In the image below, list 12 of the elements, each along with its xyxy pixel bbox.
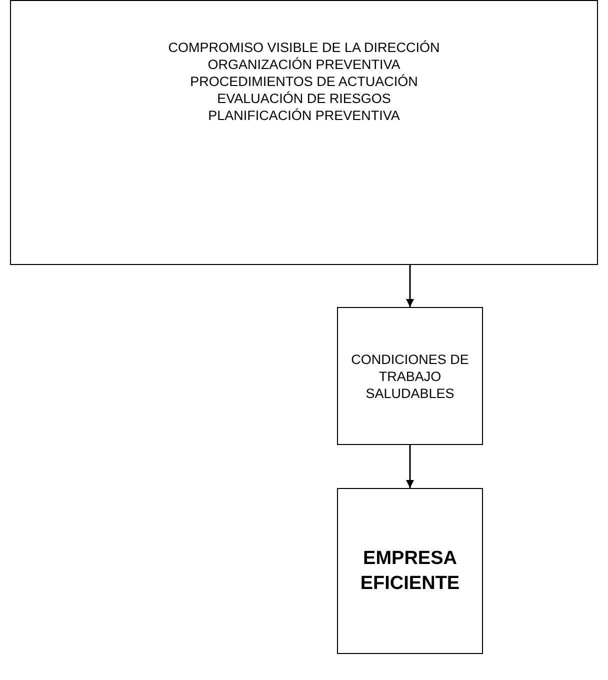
process-box xyxy=(10,0,598,265)
box-text: EMPRESA EFICIENTE xyxy=(359,547,461,596)
arrow xyxy=(406,445,414,488)
box-text: EVALUACIÓN DE RIESGOS xyxy=(217,90,391,107)
arrow xyxy=(406,265,414,307)
box-text: CONDICIONES DE TRABAJO SALUDABLES xyxy=(350,350,470,402)
process-box xyxy=(337,488,483,654)
box-text: COMPROMISO VISIBLE DE LA DIRECCIÓN xyxy=(168,39,440,56)
box-text: PLANIFICACIÓN PREVENTIVA xyxy=(208,107,400,124)
process-box xyxy=(337,307,483,445)
box-text: PROCEDIMIENTOS DE ACTUACIÓN xyxy=(190,73,418,90)
box-text: ORGANIZACIÓN PREVENTIVA xyxy=(208,56,400,73)
